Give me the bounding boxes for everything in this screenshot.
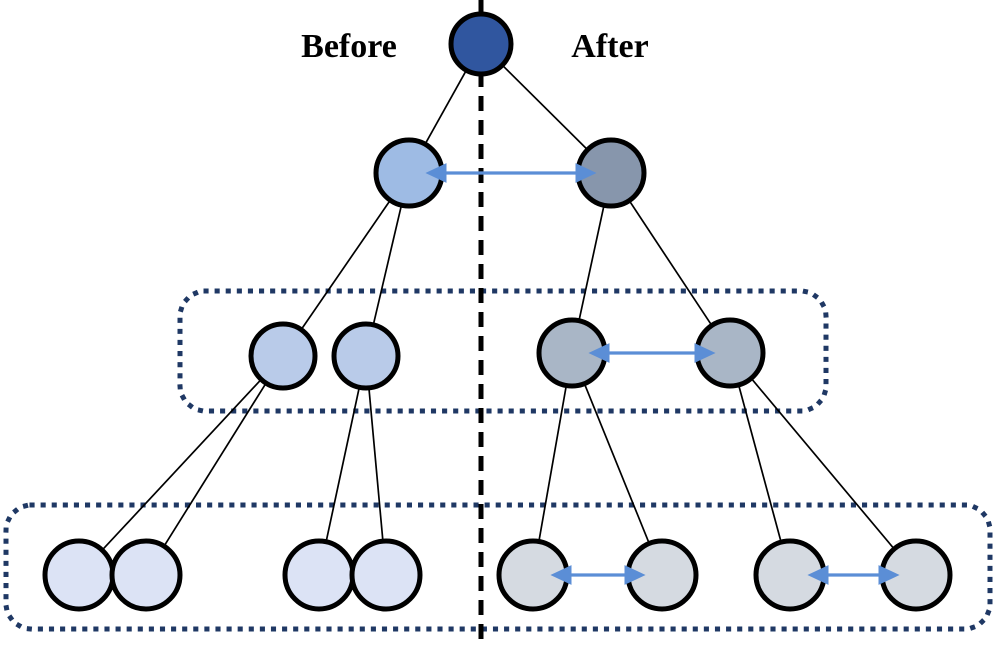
tree-nodes-layer — [42, 11, 953, 612]
after-label: After — [571, 28, 648, 65]
group-box-leaves — [3, 502, 993, 632]
edge-l3c-to-f5 — [537, 384, 568, 543]
level3-node-before-1 — [248, 321, 318, 391]
section-labels-layer: Before After — [301, 28, 649, 65]
edge-l3c-to-f6 — [583, 382, 651, 545]
edge-l3d-to-f7 — [737, 383, 783, 544]
edge-root-to-level2-after — [500, 63, 589, 152]
level3-node-before-2 — [331, 321, 401, 391]
edge-l3d-to-f8 — [749, 376, 896, 551]
level3-node-after-1 — [536, 317, 608, 389]
edge-l2b-to-l3c — [577, 204, 606, 322]
edge-l3a-to-f1 — [100, 378, 263, 552]
level3-node-after-2 — [694, 317, 766, 389]
edge-l2a-to-l3a — [299, 198, 392, 331]
leaf-node-after-3 — [753, 538, 827, 612]
group-boxes-layer — [3, 288, 993, 632]
group-box-level3 — [177, 288, 829, 414]
leaf-node-before-4 — [349, 538, 423, 612]
before-label: Before — [301, 28, 397, 65]
level2-node-after — [575, 137, 647, 209]
leaf-node-after-4 — [879, 538, 953, 612]
edge-l3b-to-f3 — [325, 386, 361, 543]
edge-l3b-to-f4 — [367, 386, 384, 543]
leaf-node-after-1 — [496, 538, 570, 612]
leaf-node-after-2 — [625, 538, 699, 612]
edge-root-to-level2-before — [423, 68, 468, 146]
root-node — [448, 11, 514, 77]
tree-edges-layer — [100, 63, 896, 552]
leaf-node-before-1 — [42, 538, 116, 612]
leaf-node-before-2 — [109, 538, 183, 612]
edge-l3a-to-f2 — [162, 381, 268, 548]
edge-l2b-to-l3d — [627, 199, 714, 327]
level2-node-before — [373, 137, 445, 209]
leaf-node-before-3 — [282, 538, 356, 612]
matching-arrows-layer — [425, 163, 900, 585]
edge-l2a-to-l3b — [372, 203, 403, 327]
